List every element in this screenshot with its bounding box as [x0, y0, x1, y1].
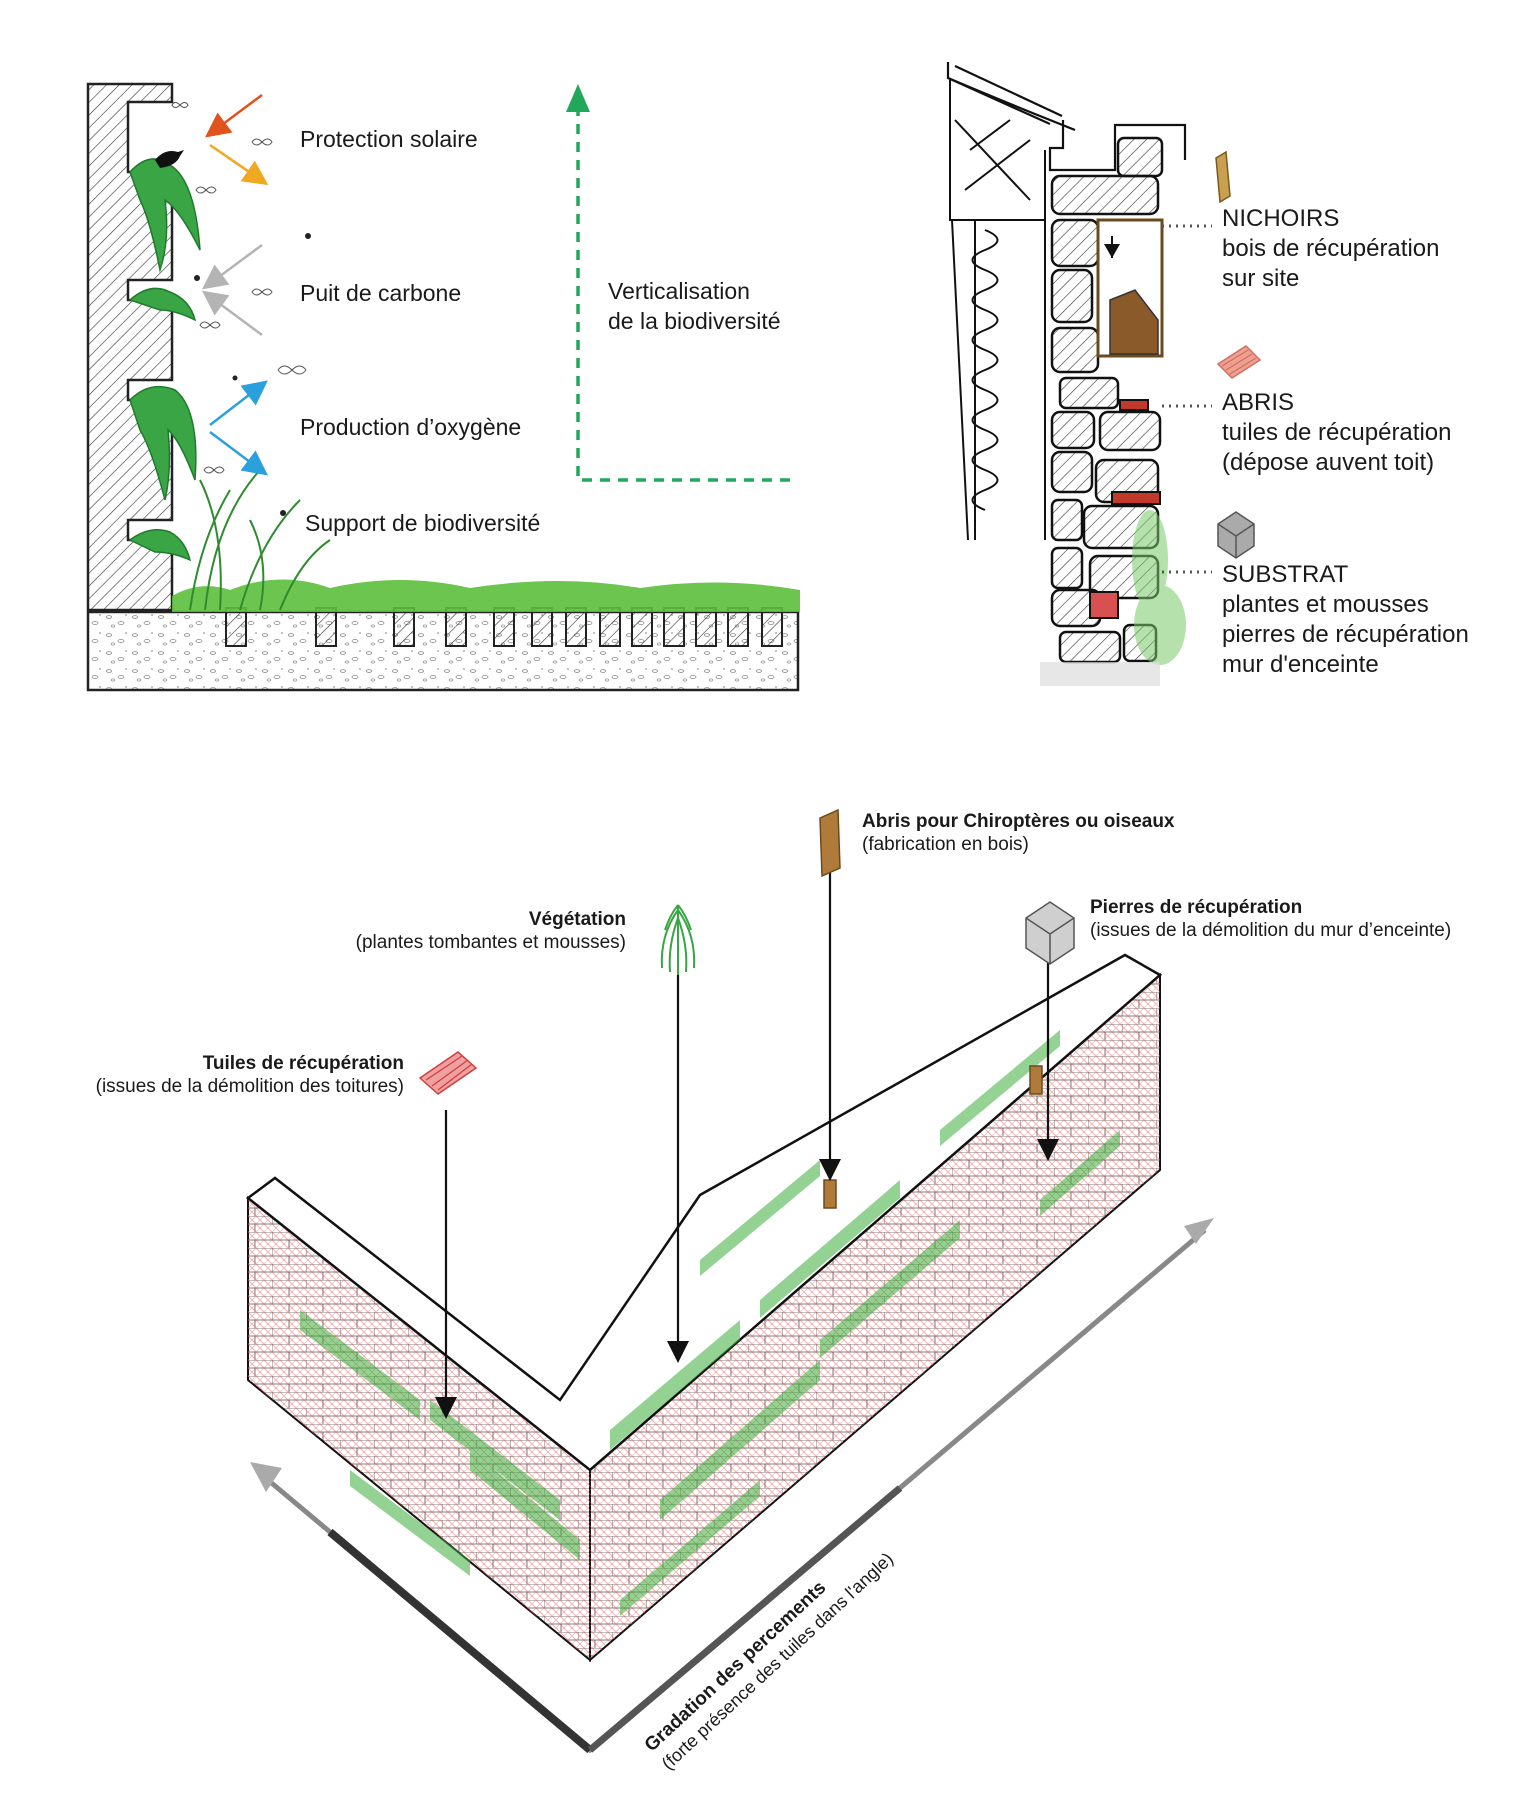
- wall-top-cap: [245, 953, 1163, 1472]
- butterfly-icons: [171, 102, 307, 474]
- legend-substrat-title: SUBSTRAT: [1222, 561, 1349, 588]
- label-solar-protection: Protection solaire: [300, 126, 478, 152]
- detail-leaders: [1162, 224, 1212, 574]
- gradient-arrow: [250, 1218, 1214, 1754]
- bird-icon: [155, 150, 184, 168]
- label-carbon-sink: Puit de carbone: [300, 280, 462, 306]
- nest-box: [1096, 218, 1164, 358]
- legend-nichoirs-line-2: sur site: [1222, 265, 1300, 292]
- moss: [1132, 510, 1186, 665]
- legend-abris-title: ABRIS: [1222, 389, 1295, 416]
- annotation-vegetation: Végétation (plantes tombantes et mousses…: [356, 908, 626, 954]
- wall-front-face: [247, 972, 1161, 1663]
- annotation-vegetation-title: Végétation: [528, 909, 626, 930]
- legend-nichoirs-line-1: bois de récupération: [1222, 235, 1440, 262]
- verticalisation-line-2: de la biodiversité: [608, 308, 781, 334]
- stone-cube-icon: [1217, 511, 1255, 559]
- moss-bands: [300, 1030, 1120, 1616]
- stone-cube-icon: [1025, 901, 1075, 965]
- stone-courses: [1050, 136, 1164, 664]
- label-biodiversity-support: Support de biodiversité: [305, 510, 541, 536]
- annotation-stones-title: Pierres de récupération: [1090, 897, 1303, 918]
- legend-abris-line-1: tuiles de récupération: [1222, 419, 1452, 446]
- annotation-stones-sub: (issues de la démolition du mur d’encein…: [1090, 920, 1452, 941]
- legend-nichoirs-title: NICHOIRS: [1222, 205, 1340, 232]
- annotation-tiles: Tuiles de récupération (issues de la dém…: [96, 1052, 404, 1098]
- annotation-stones: Pierres de récupération (issues de la dé…: [1090, 896, 1451, 942]
- annotation-shelters: Abris pour Chiroptères ou oiseaux (fabri…: [862, 810, 1175, 856]
- oxygen-arrows: [209, 380, 268, 476]
- wall-nest-boxes: [823, 1065, 1043, 1209]
- plant-icon: [660, 904, 696, 975]
- legend-substrat-line-3: mur d'enceinte: [1222, 651, 1379, 678]
- annotation-tiles-title: Tuiles de récupération: [202, 1053, 404, 1074]
- legend-substrat-line-1: plantes et mousses: [1222, 591, 1429, 618]
- legend-nichoirs: NICHOIRS bois de récupération sur site: [1222, 204, 1439, 294]
- insect-icons: [194, 233, 311, 516]
- annotation-leaders: [435, 870, 1059, 1419]
- tile-shelters: [1089, 399, 1161, 619]
- carbon-arrows: [201, 243, 263, 337]
- niche-plants: [128, 158, 201, 562]
- wood-plank-icon: [819, 808, 841, 878]
- label-oxygen-production: Production d’oxygène: [300, 414, 522, 440]
- grass-strip: [172, 469, 800, 612]
- roof-tile-icon: [1216, 345, 1262, 379]
- annotation-tiles-sub: (issues de la démolition des toitures): [95, 1076, 404, 1097]
- annotation-vegetation-sub: (plantes tombantes et mousses): [355, 932, 626, 953]
- wood-plank-icon: [1215, 150, 1231, 204]
- legend-substrat-line-2: pierres de récupération: [1222, 621, 1469, 648]
- legend-abris-line-2: (dépose auvent toit): [1222, 449, 1435, 476]
- ground-slab: [86, 607, 800, 692]
- roof-tile-icon: [418, 1051, 478, 1095]
- verticalisation-arrow: [566, 84, 790, 482]
- annotation-shelters-title: Abris pour Chiroptères ou oiseaux: [862, 811, 1175, 832]
- solar-arrows: [204, 93, 269, 186]
- label-verticalisation: Verticalisation de la biodiversité: [608, 276, 781, 336]
- verticalisation-line-1: Verticalisation: [608, 278, 750, 304]
- annotation-shelters-sub: (fabrication en bois): [862, 834, 1029, 855]
- legend-abris: ABRIS tuiles de récupération (dépose auv…: [1222, 388, 1451, 478]
- legend-substrat: SUBSTRAT plantes et mousses pierres de r…: [1222, 560, 1469, 680]
